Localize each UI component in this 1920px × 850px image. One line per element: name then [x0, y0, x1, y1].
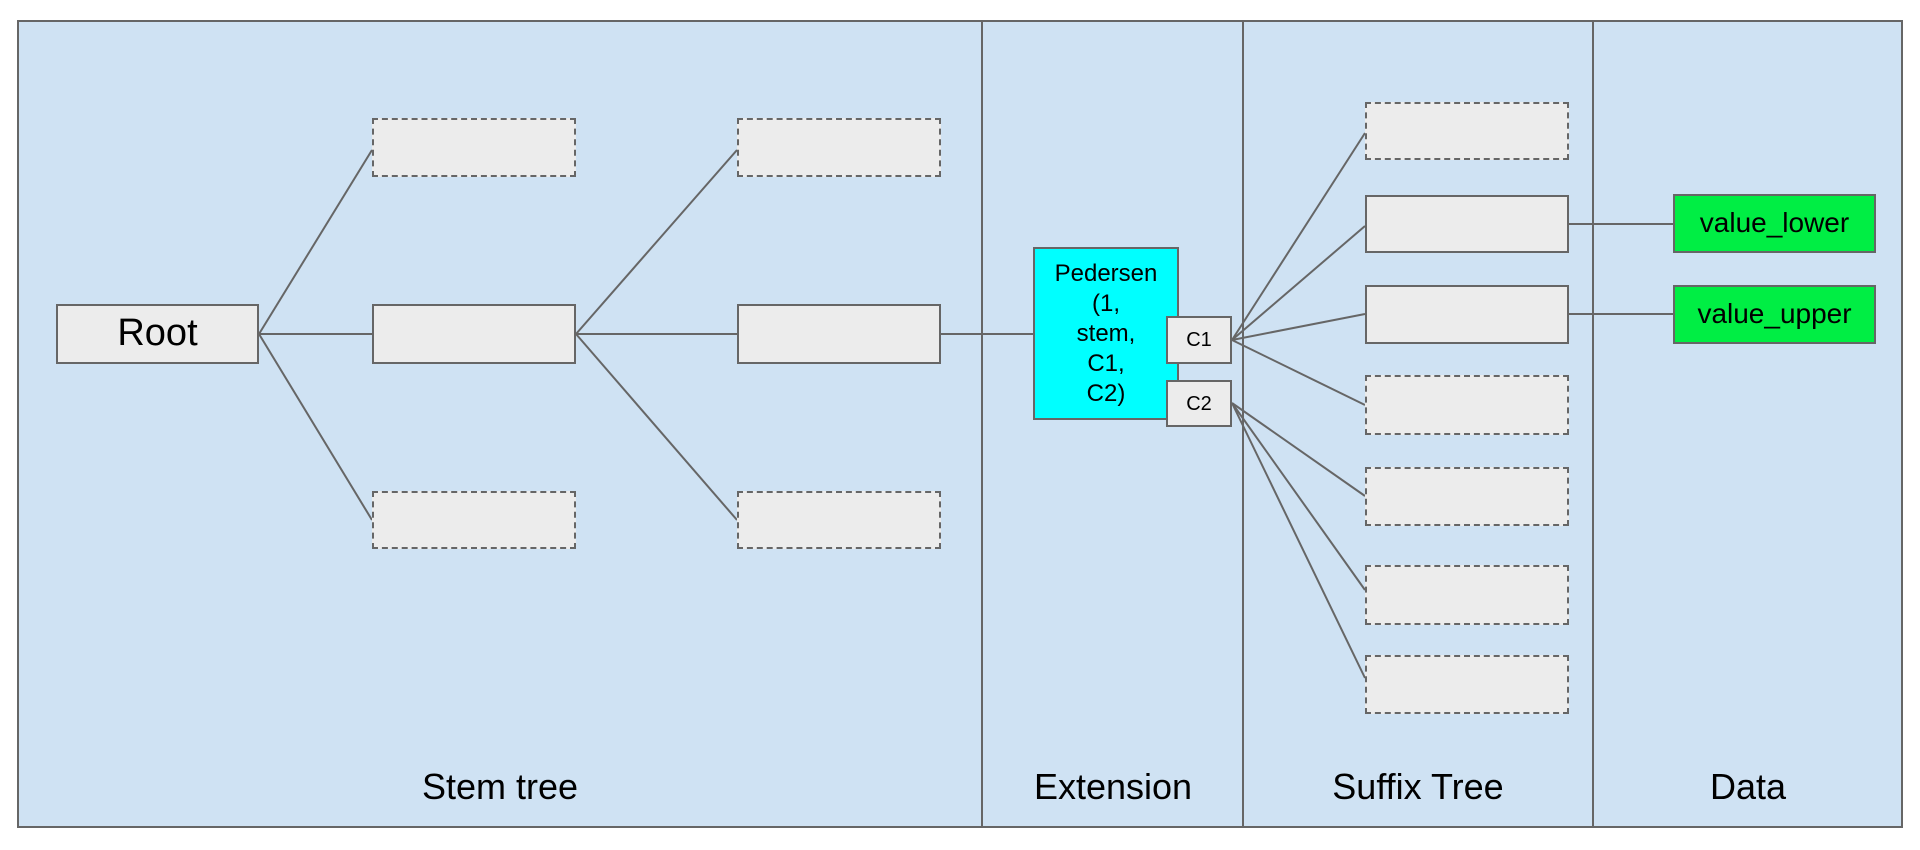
node-value-lower-label: value_lower: [1699, 207, 1850, 239]
node-suffix-2-placeholder: [1365, 195, 1569, 253]
node-root-label: Root: [117, 312, 198, 355]
node-stem-l2-mid-placeholder: [372, 304, 576, 364]
node-value-upper-label: value_upper: [1697, 298, 1852, 330]
node-pedersen-commitment: Pedersen (1, stem, C1, C2): [1033, 247, 1179, 420]
pedersen-label-line3: stem,: [1076, 319, 1136, 347]
pedersen-label-line4: C1,: [1087, 349, 1125, 377]
node-c1-label: C1: [1186, 329, 1212, 351]
node-suffix-7-placeholder: [1365, 655, 1569, 714]
node-stem-l3-top-placeholder: [737, 118, 941, 177]
node-value-lower: value_lower: [1673, 194, 1876, 253]
edge-stem-l2-mid-l3-top: [575, 149, 738, 335]
lane-label-extension: Extension: [1033, 766, 1193, 807]
diagram-frame: [17, 20, 1903, 828]
pedersen-label-line1: Pedersen: [1054, 259, 1158, 287]
node-stem-l2-top-placeholder: [372, 118, 576, 177]
node-suffix-3-placeholder: [1365, 285, 1569, 344]
edge-root-stem-l2-top: [258, 149, 373, 335]
lane-label-stem-tree: Stem tree: [421, 766, 579, 807]
edge-c2-suffix-7: [1231, 402, 1366, 679]
edge-c1-suffix-1: [1231, 132, 1366, 341]
node-stem-l3-bottom-placeholder: [737, 491, 941, 549]
node-c2: C2: [1166, 380, 1232, 427]
pedersen-label-line5: C2): [1086, 379, 1126, 407]
node-stem-l3-mid-placeholder: [737, 304, 941, 364]
edge-c1-suffix-3: [1231, 313, 1366, 341]
node-c1: C1: [1166, 316, 1232, 364]
node-suffix-4-placeholder: [1365, 375, 1569, 435]
node-suffix-6-placeholder: [1365, 565, 1569, 625]
lane-label-data: Data: [1709, 766, 1787, 807]
edge-c2-suffix-6: [1231, 402, 1366, 591]
node-value-upper: value_upper: [1673, 285, 1876, 344]
edge-stem-l2-mid-l3-bottom: [575, 333, 738, 521]
edge-root-stem-l2-bottom: [258, 333, 373, 521]
edge-c2-suffix-5: [1231, 402, 1366, 497]
edge-c1-suffix-2: [1231, 225, 1366, 341]
edge-c1-suffix-4: [1231, 339, 1366, 406]
node-suffix-1-placeholder: [1365, 102, 1569, 160]
node-root: Root: [56, 304, 259, 364]
node-c2-label: C2: [1186, 392, 1212, 415]
node-stem-l2-bottom-placeholder: [372, 491, 576, 549]
lane-label-suffix-tree: Suffix Tree: [1332, 766, 1504, 807]
pedersen-label-line2: (1,: [1091, 289, 1120, 317]
node-suffix-5-placeholder: [1365, 467, 1569, 526]
